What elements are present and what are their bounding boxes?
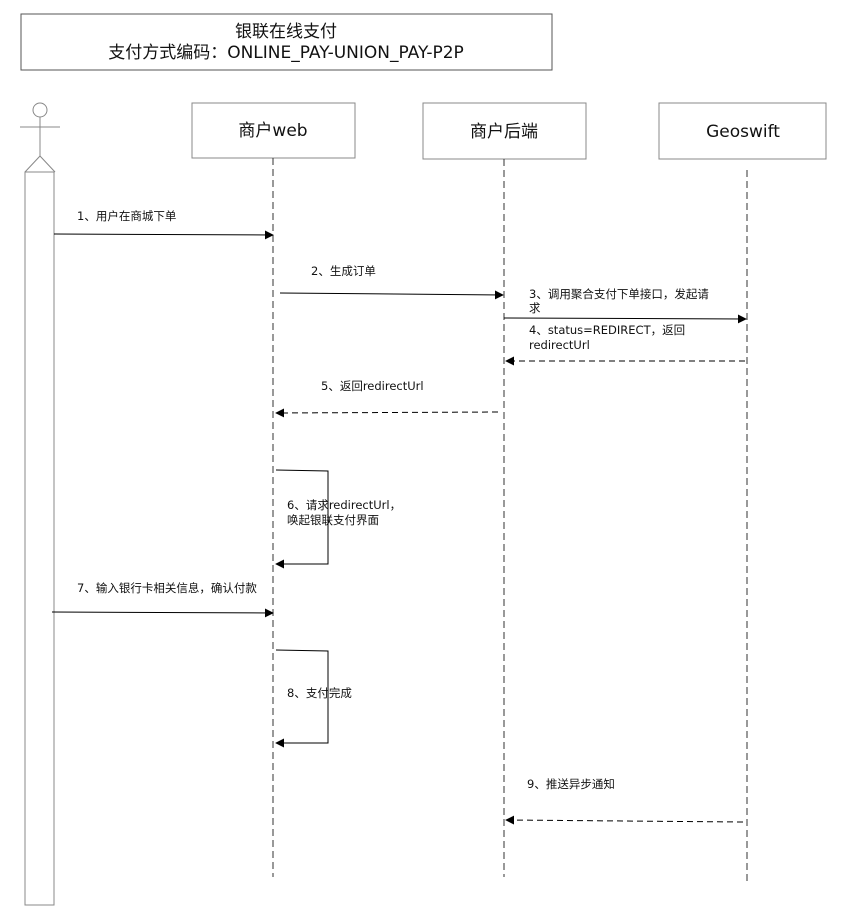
participant-web: 商户web bbox=[191, 102, 356, 159]
actor-right-leg bbox=[39, 155, 56, 173]
message-1: 1、用户在商城下单 bbox=[53, 209, 274, 240]
message-7-arrow bbox=[51, 608, 274, 618]
message-4-label-line2: redirectUrl bbox=[529, 338, 590, 352]
participant-backend-label: 商户后端 bbox=[470, 122, 538, 142]
message-9-label: 9、推送异步通知 bbox=[527, 777, 615, 791]
message-3-arrow bbox=[503, 314, 747, 324]
user-actor bbox=[20, 102, 60, 906]
message-5: 5、返回redirectUrl bbox=[275, 379, 499, 418]
message-7-label: 7、输入银行卡相关信息，确认付款 bbox=[77, 581, 257, 595]
message-5-label: 5、返回redirectUrl bbox=[321, 379, 424, 393]
message-4-label-line1: 4、status=REDIRECT，返回 bbox=[529, 323, 685, 337]
message-9: 9、推送异步通知 bbox=[505, 777, 744, 825]
participant-backend: 商户后端 bbox=[422, 102, 587, 160]
title-line2: 支付方式编码：ONLINE_PAY-UNION_PAY-P2P bbox=[108, 43, 464, 63]
actor-head bbox=[32, 102, 48, 118]
participant-geoswift: Geoswift bbox=[658, 102, 827, 160]
message-9-arrow bbox=[505, 815, 744, 825]
message-4: 4、status=REDIRECT，返回 redirectUrl bbox=[505, 323, 745, 366]
message-6-arrow bbox=[275, 469, 329, 569]
message-7: 7、输入银行卡相关信息，确认付款 bbox=[51, 581, 274, 618]
message-2-label: 2、生成订单 bbox=[311, 264, 376, 278]
title-box: 银联在线支付 支付方式编码：ONLINE_PAY-UNION_PAY-P2P bbox=[20, 13, 553, 71]
message-6-label-line1: 6、请求redirectUrl， bbox=[287, 498, 401, 512]
message-3: 3、调用聚合支付下单接口，发起请 求 bbox=[503, 287, 747, 324]
message-6-label-line2: 唤起银联支付界面 bbox=[287, 513, 379, 527]
message-1-label: 1、用户在商城下单 bbox=[77, 209, 176, 223]
user-activation-bar bbox=[24, 171, 55, 906]
message-6: 6、请求redirectUrl， 唤起银联支付界面 bbox=[275, 469, 401, 569]
participant-geoswift-label: Geoswift bbox=[706, 122, 780, 142]
title-line1: 银联在线支付 bbox=[235, 22, 337, 42]
participant-web-label: 商户web bbox=[238, 121, 307, 141]
message-2: 2、生成订单 bbox=[279, 264, 504, 300]
message-8: 8、支付完成 bbox=[275, 649, 352, 748]
message-2-arrow bbox=[279, 290, 504, 300]
message-8-arrow bbox=[275, 649, 329, 748]
message-3-label-line2: 求 bbox=[529, 301, 541, 315]
actor-left-leg bbox=[24, 155, 41, 173]
message-1-arrow bbox=[53, 230, 274, 240]
message-5-arrow bbox=[275, 408, 499, 418]
message-8-label: 8、支付完成 bbox=[287, 686, 352, 700]
message-3-label-line1: 3、调用聚合支付下单接口，发起请 bbox=[529, 287, 709, 301]
